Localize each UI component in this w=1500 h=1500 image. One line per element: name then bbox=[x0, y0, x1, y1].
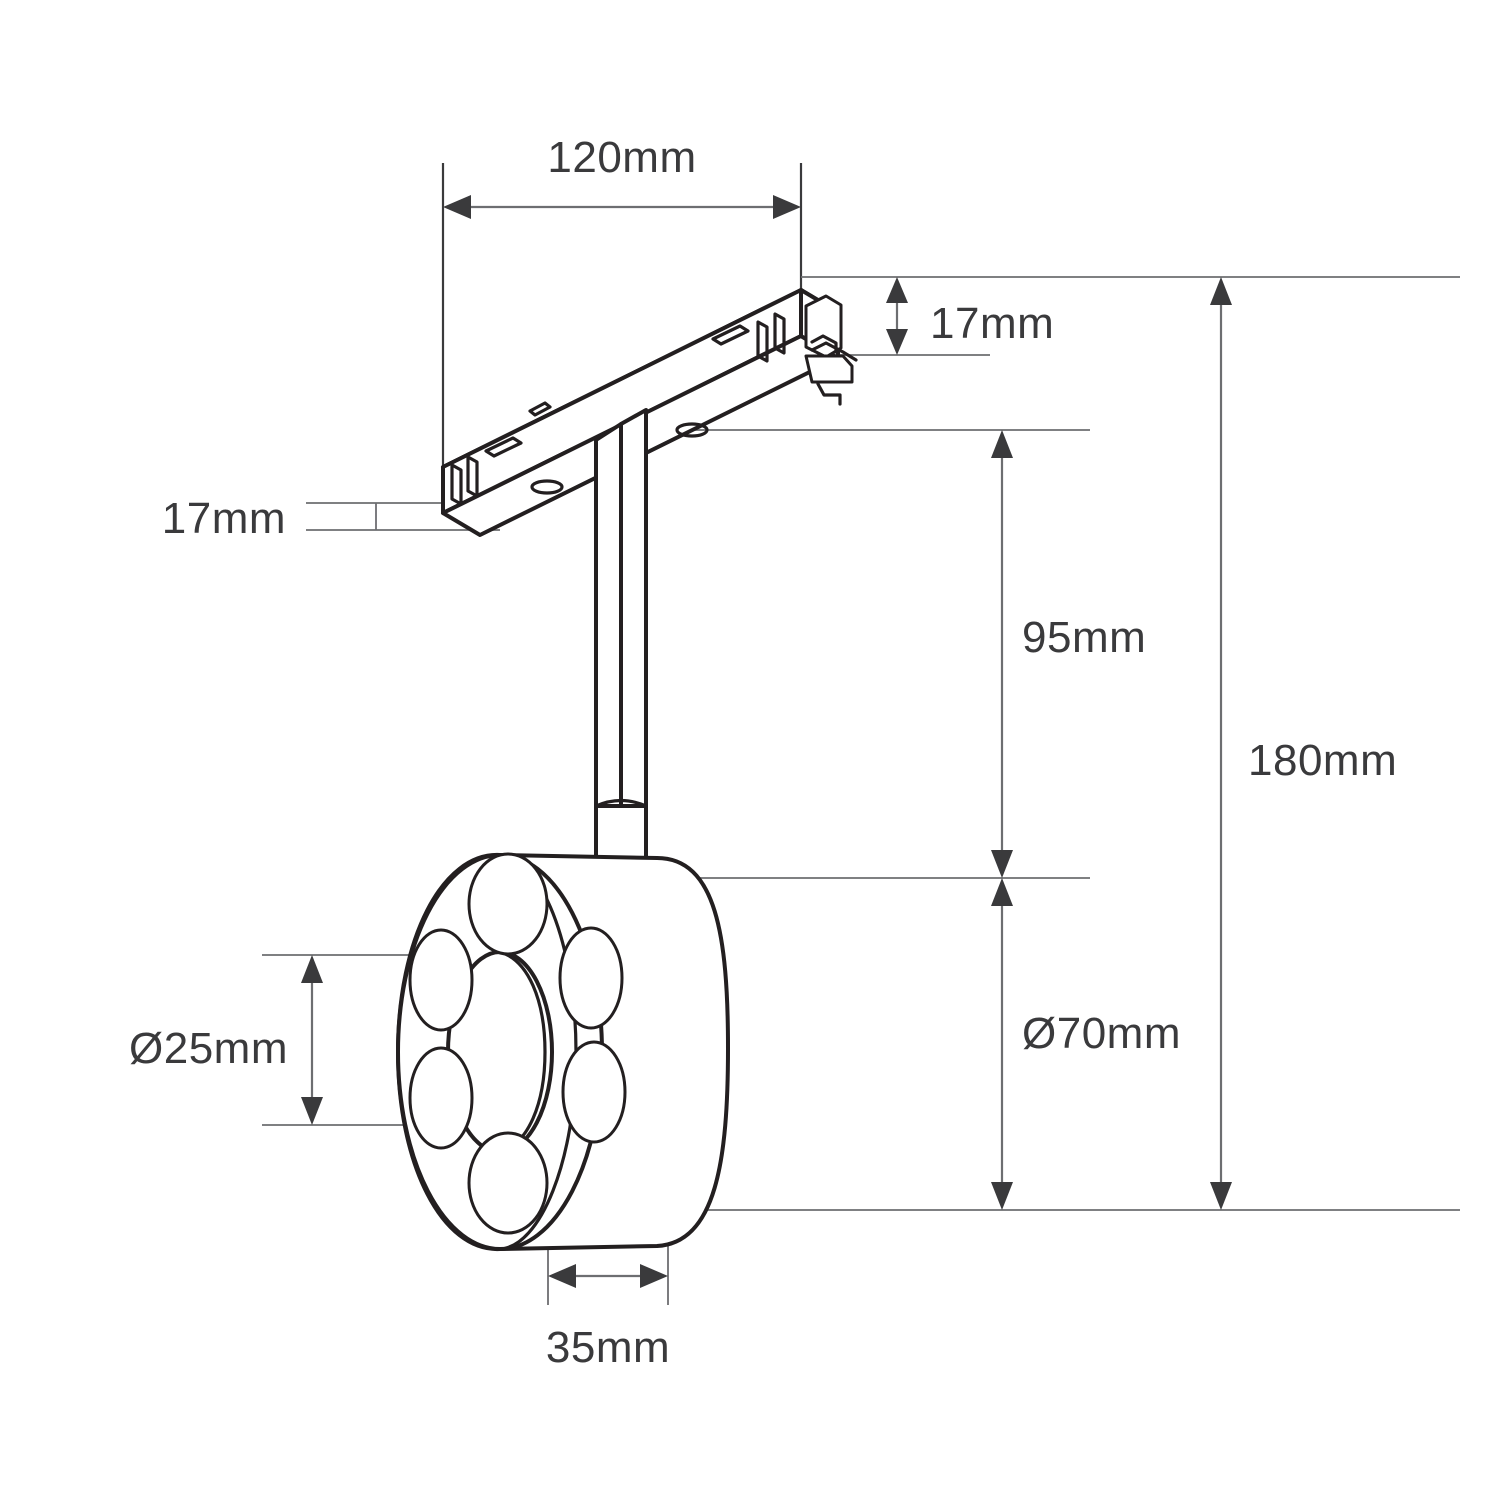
dimension-total-height: 180mm bbox=[1210, 277, 1397, 1210]
dimension-label-stem-drop: 95mm bbox=[1022, 613, 1146, 662]
lens-hole-top bbox=[467, 852, 549, 956]
round-light-head bbox=[396, 852, 730, 1252]
track-square-hole-mid bbox=[528, 401, 552, 417]
track-contact-slots-right bbox=[756, 312, 786, 363]
dimension-label-head-diameter: Ø70mm bbox=[1022, 1009, 1181, 1058]
dimension-track-length: 120mm bbox=[443, 133, 801, 219]
lens-holes-group bbox=[408, 852, 627, 1235]
track-end-connector bbox=[804, 294, 858, 406]
dimension-stem-drop: 95mm bbox=[991, 430, 1146, 878]
dimension-label-track-length: 120mm bbox=[547, 133, 696, 182]
track-mount-hole-right bbox=[675, 422, 709, 438]
lens-hole-lower-left bbox=[408, 1046, 474, 1150]
track-square-hole-left bbox=[484, 436, 523, 458]
dimension-label-track-height-left: 17mm bbox=[162, 494, 286, 543]
dimension-track-height-left: 17mm bbox=[162, 494, 286, 543]
lens-hole-lower-right bbox=[561, 1040, 627, 1144]
dimension-head-depth: 35mm bbox=[546, 1264, 670, 1372]
dimension-label-total-height: 180mm bbox=[1248, 736, 1397, 785]
lens-hole-upper-right bbox=[558, 926, 624, 1030]
dimension-label-track-height-right: 17mm bbox=[930, 299, 1054, 348]
dimension-head-diameter: Ø70mm bbox=[991, 878, 1181, 1210]
dimension-label-head-depth: 35mm bbox=[546, 1323, 670, 1372]
track-square-hole-right bbox=[711, 324, 750, 346]
lens-hole-bottom bbox=[467, 1131, 549, 1235]
vertical-stem-arm bbox=[594, 408, 648, 885]
track-mount-hole-left bbox=[530, 479, 564, 495]
dimension-track-height-right: 17mm bbox=[886, 277, 1054, 355]
extension-lines bbox=[262, 163, 1460, 1305]
dimension-label-lens-diameter: Ø25mm bbox=[129, 1024, 288, 1073]
dimension-lens-diameter: Ø25mm bbox=[129, 955, 323, 1125]
lens-hole-upper-left bbox=[408, 928, 474, 1032]
magnetic-track-bar bbox=[441, 288, 858, 537]
track-contact-slots-left bbox=[450, 455, 479, 506]
